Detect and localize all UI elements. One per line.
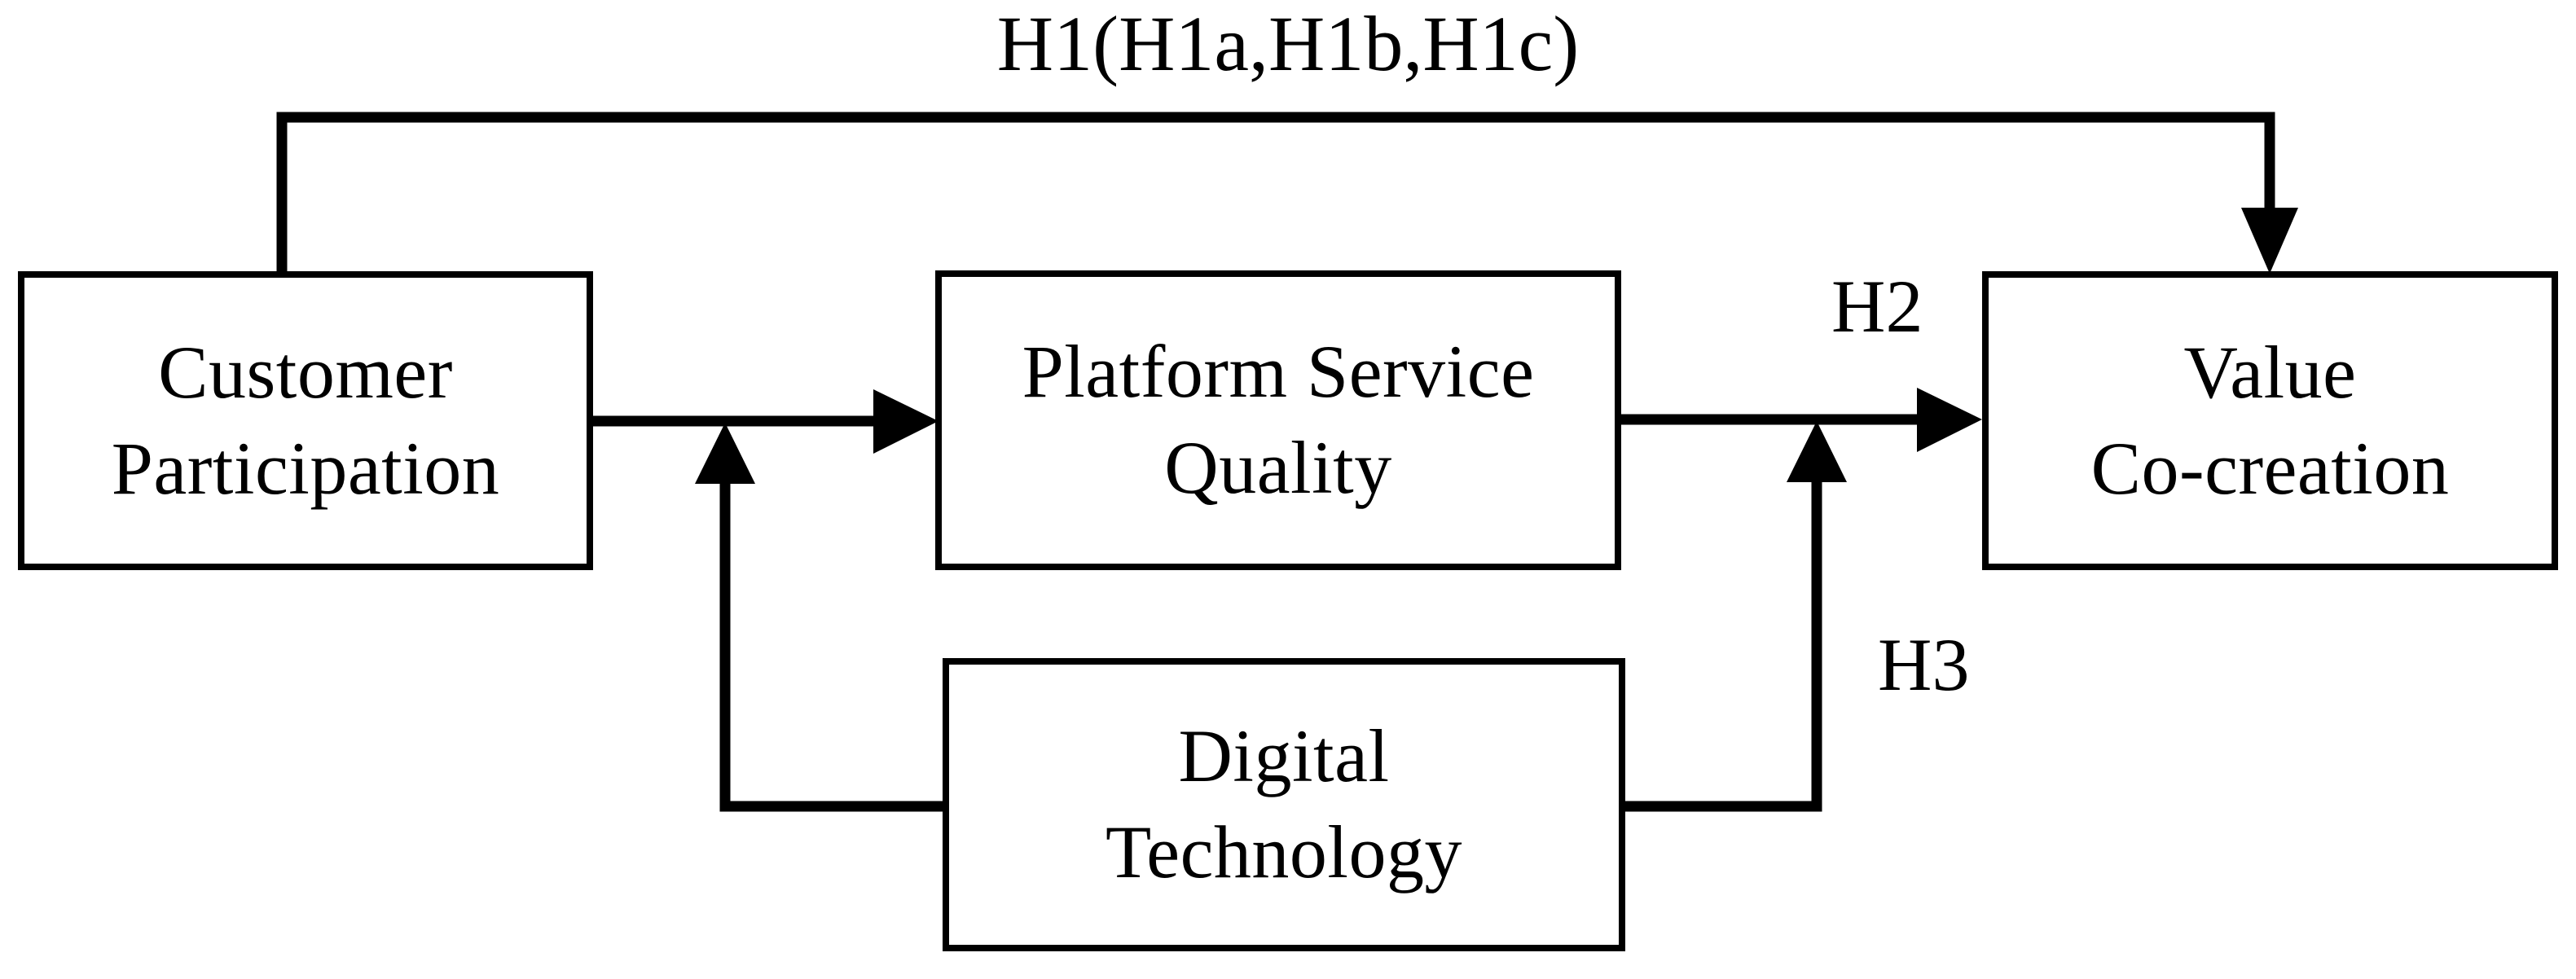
node-platform-service-quality-line1: Platform Service [1022,330,1535,414]
node-value-co-creation[interactable]: Value Co-creation [1982,271,2558,570]
dt-right-branch-path [1625,476,1822,812]
quality-to-cocreation-connector [1621,388,1982,452]
h2-edge-label: H2 [1831,265,1923,348]
h3-edge-label: H3 [1878,623,1970,706]
dt-right-branch-arrowhead-up-icon [1787,421,1847,482]
dt-moderates-quality-cocreation-connector [1625,421,1847,812]
node-digital-technology-line2: Technology [1105,810,1462,893]
dt-moderates-participation-quality-connector [695,423,943,812]
quality-to-cocreation-arrowhead-icon [1917,388,1982,452]
node-digital-technology-line1: Digital [1178,714,1390,798]
participation-to-quality-arrowhead-icon [873,389,939,454]
dt-left-branch-arrowhead-up-icon [695,423,755,484]
h1-connector-path [276,112,2275,271]
node-platform-service-quality-line2: Quality [1164,426,1392,509]
dt-left-branch-path [719,477,943,812]
node-value-co-creation-line1: Value [2183,330,2357,414]
node-digital-technology[interactable]: Digital Technology [943,658,1625,951]
node-customer-participation-line2: Participation [111,426,500,510]
node-value-co-creation-line2: Co-creation [2090,426,2450,510]
node-customer-participation[interactable]: Customer Participation [18,271,593,570]
h1-connector [276,112,2298,274]
h1-edge-label: H1(H1a,H1b,H1c) [996,0,1580,87]
node-platform-service-quality[interactable]: Platform Service Quality [935,270,1621,570]
h1-arrowhead-down-icon [2241,208,2298,274]
node-customer-participation-line1: Customer [158,330,453,414]
participation-to-quality-connector [593,389,939,454]
